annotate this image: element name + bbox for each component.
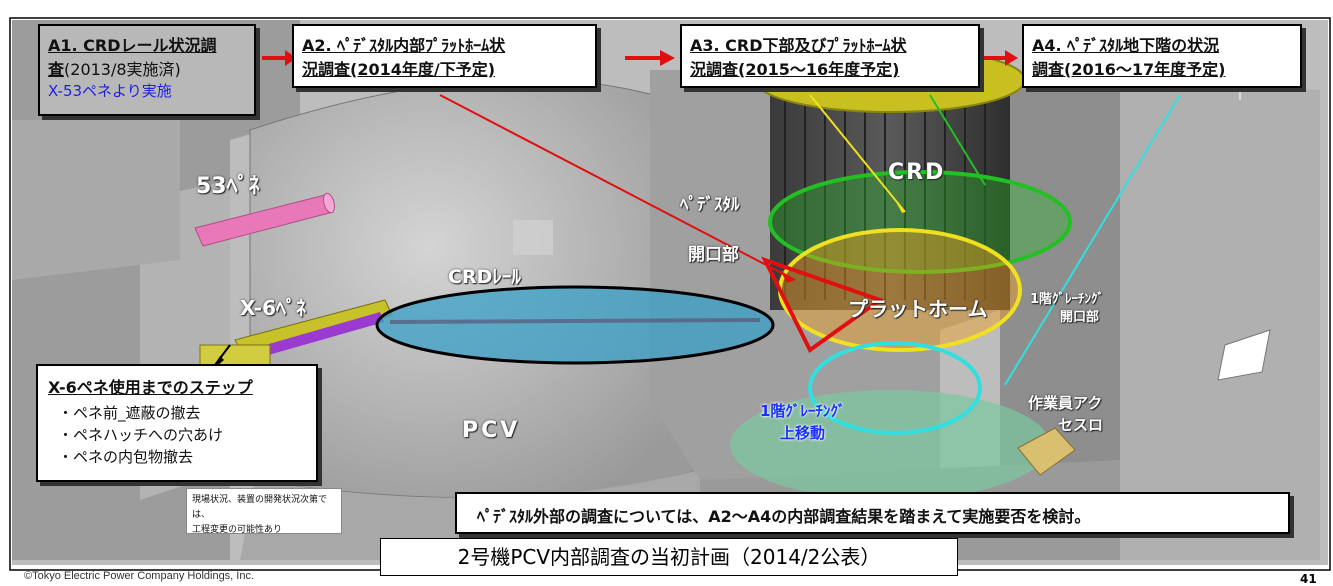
schedule-note-box: 現場状況、装置の開発状況次第では、 工程変更の可能性あり xyxy=(186,488,342,535)
step-a3-box: A3. CRD下部及びﾌﾟﾗｯﾄﾎｰﾑ状 況調査(2015～16年度予定) xyxy=(680,24,980,88)
step-a2-box: A2. ﾍﾟﾃﾞｽﾀﾙ内部ﾌﾟﾗｯﾄﾎｰﾑ状 況調査(2014年度/下予定) xyxy=(292,24,597,88)
label-53-pene: 53ﾍﾟﾈ xyxy=(196,174,260,199)
copyright: ©Tokyo Electric Power Company Holdings, … xyxy=(24,570,255,582)
step-a4-line2: 調査(2016～17年度予定) xyxy=(1032,60,1226,79)
label-crd-rail: CRDﾚｰﾙ xyxy=(448,266,521,288)
step-a1-line2: 査(2013/8実施済) xyxy=(48,56,246,80)
x6-step-item: ・ペネの内包物撤去 xyxy=(58,448,194,466)
schedule-note-line: 現場状況、装置の開発状況次第では、 xyxy=(192,495,328,520)
a2-pointer xyxy=(439,94,796,281)
external-survey-note-text: ﾍﾟﾃﾞｽﾀﾙ外部の調査については、A2～A4の内部調査結果を踏まえて実施要否を… xyxy=(477,507,1091,526)
label-opening: 開口部 xyxy=(688,245,739,265)
step-a2-line1: A2. ﾍﾟﾃﾞｽﾀﾙ内部ﾌﾟﾗｯﾄﾎｰﾑ状 xyxy=(302,36,506,55)
page-number: 41 xyxy=(1300,572,1317,586)
step-a4-box: A4. ﾍﾟﾃﾞｽﾀﾙ地下階の状況 調査(2016～17年度予定) xyxy=(1022,24,1302,88)
step-a2-line2: 況調査(2014年度/下予定) xyxy=(302,60,496,79)
step-a1-line2-main: 査 xyxy=(48,60,65,79)
x6-steps-title: X-6ペネ使用までのステップ xyxy=(48,378,253,397)
platform-ring xyxy=(778,228,1022,352)
x6-step-item: ・ペネ前_遮蔽の撤去 xyxy=(58,404,201,422)
step-a4-line1: A4. ﾍﾟﾃﾞｽﾀﾙ地下階の状況 xyxy=(1032,36,1220,55)
label-grating-move-2: 上移動 xyxy=(780,424,826,442)
x6-step-item: ・ペネハッチへの穴あけ xyxy=(58,426,224,444)
worker-access-box xyxy=(1017,427,1076,476)
crd-ring xyxy=(768,170,1072,274)
grating-opening-panel xyxy=(1217,329,1271,381)
pen53-pipe xyxy=(194,192,335,247)
step-a1-line3: X-53ペネより実施 xyxy=(48,82,172,100)
label-x6-pene: X-6ﾍﾟﾈ xyxy=(240,296,307,320)
label-platform: プラットホーム xyxy=(848,297,988,321)
label-grating-opening-2: 開口部 xyxy=(1060,310,1100,325)
caption-box: 2号機PCV内部調査の当初計画（2014/2公表） xyxy=(380,538,958,576)
schedule-note-line: 工程変更の可能性あり xyxy=(192,525,283,535)
label-grating-opening-1: 1階ｸﾞﾚｰﾁﾝｸﾞ xyxy=(1030,292,1105,307)
external-survey-note-box: ﾍﾟﾃﾞｽﾀﾙ外部の調査については、A2～A4の内部調査結果を踏まえて実施要否を… xyxy=(455,492,1290,534)
step-a1-line2-suffix: (2013/8実施済) xyxy=(64,60,181,79)
step-arrows xyxy=(262,50,1018,66)
label-crd: CRD xyxy=(888,160,946,185)
label-worker-access-1: 作業員アク xyxy=(1028,394,1103,412)
label-grating-move-1: 1階ｸﾞﾚｰﾁﾝｸﾞ xyxy=(760,402,846,420)
step-a3-line1: A3. CRD下部及びﾌﾟﾗｯﾄﾎｰﾑ状 xyxy=(690,36,907,55)
label-worker-access-2: セスロ xyxy=(1058,416,1104,434)
basement-ring xyxy=(808,341,982,435)
caption-text: 2号機PCV内部調査の当初計画（2014/2公表） xyxy=(457,545,881,569)
a4-pointer xyxy=(1004,94,1181,386)
basement-floor xyxy=(730,390,1050,500)
a3-pointer-yellow xyxy=(809,94,906,213)
a3-pointer-green xyxy=(929,94,986,186)
x6-steps-box: X-6ペネ使用までのステップ ・ペネ前_遮蔽の撤去 ・ペネハッチへの穴あけ ・ペ… xyxy=(36,364,318,482)
label-pedestal: ﾍﾟﾃﾞｽﾀﾙ xyxy=(680,195,740,215)
step-a1-box: A1. CRDレール状況調 査(2013/8実施済) X-53ペネより実施 xyxy=(38,24,256,116)
step-a3-line2: 況調査(2015～16年度予定) xyxy=(690,60,900,79)
crd-rail-highlight xyxy=(375,285,775,365)
platform-red-area xyxy=(761,256,885,353)
label-pcv: PCV xyxy=(462,418,521,443)
step-a1-title: A1. CRDレール状況調 xyxy=(48,36,217,55)
